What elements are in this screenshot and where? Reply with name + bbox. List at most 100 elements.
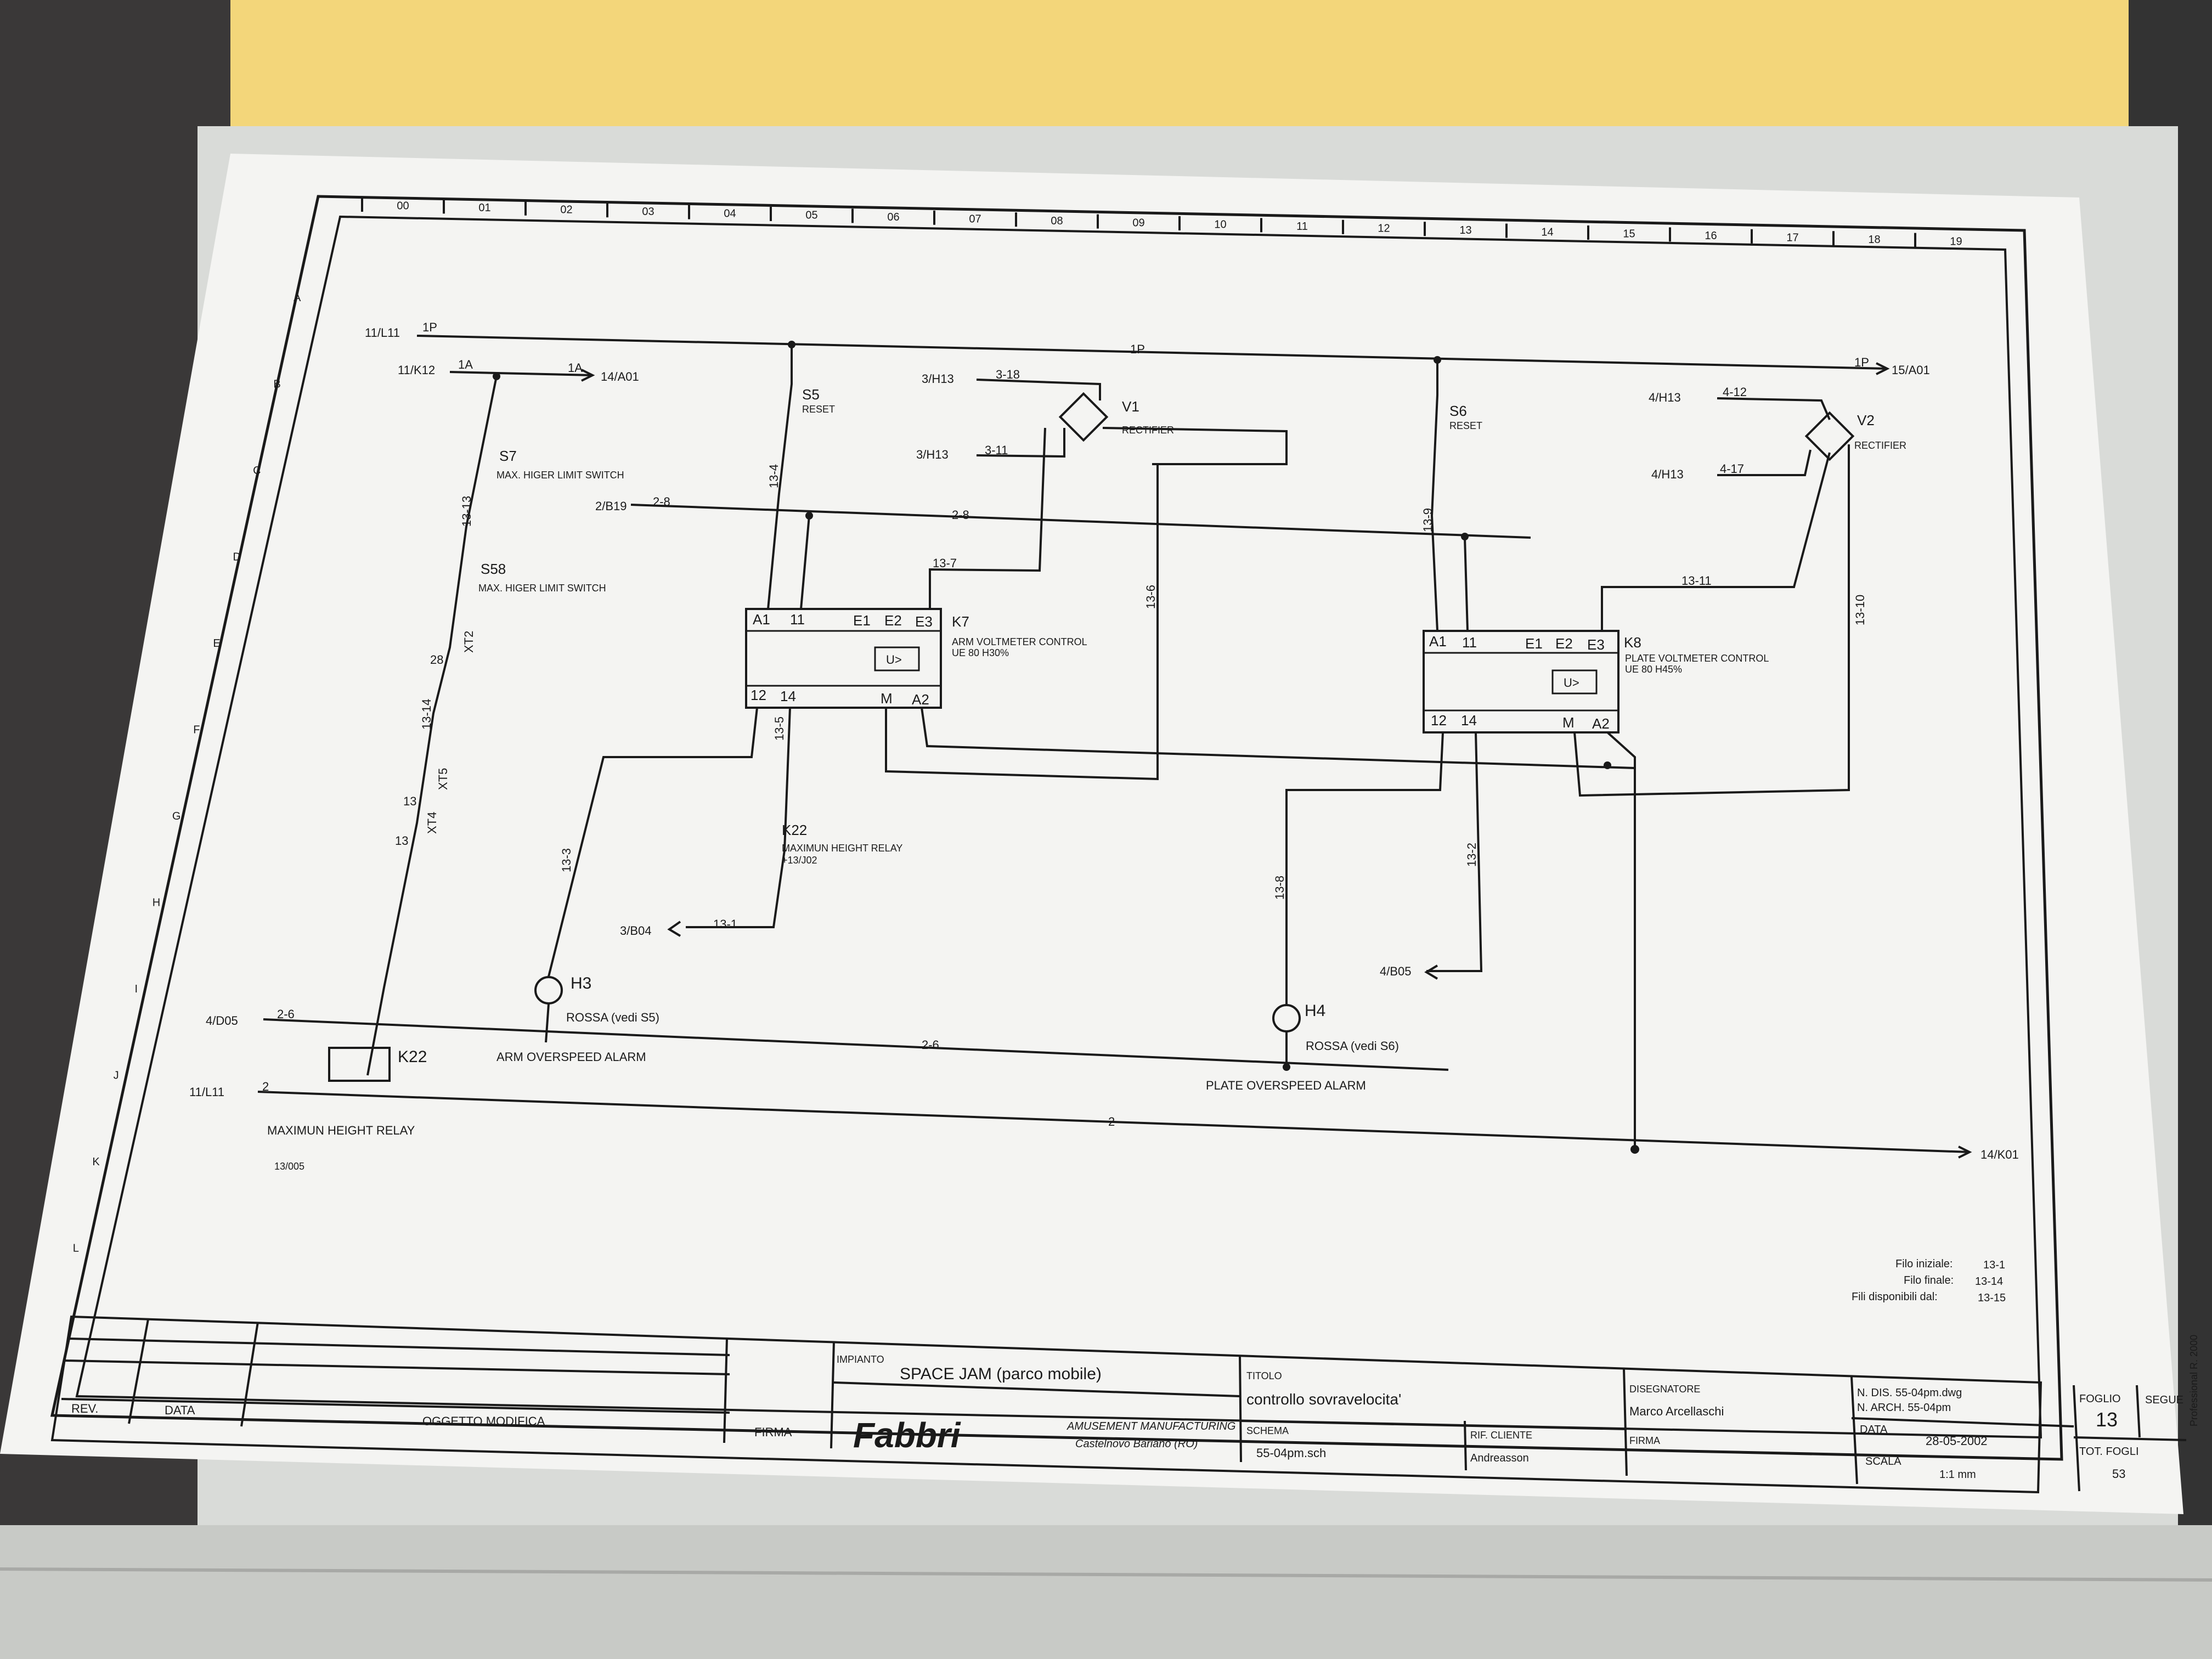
wire-ref: 14/A01 <box>601 370 639 383</box>
terminal-label: XT4 <box>425 812 439 834</box>
relay-k7-spec: UE 80 H30% <box>952 647 1009 658</box>
row-letter: D <box>233 551 240 563</box>
relay-k8-label: K8 <box>1624 634 1641 651</box>
wire-label: 13-9 <box>1421 508 1435 532</box>
wire-label: 3-18 <box>996 368 1020 381</box>
tb-titolo-label: TITOLO <box>1246 1370 1282 1381</box>
arrow-4b05 <box>1424 964 1438 980</box>
column-number: 12 <box>1378 223 1390 235</box>
wire-v1-out <box>1102 427 1288 465</box>
tb-impianto: SPACE JAM (parco mobile) <box>900 1365 1102 1383</box>
relay-k7-label: K7 <box>952 613 969 630</box>
wire-label: 2-8 <box>952 508 969 522</box>
junction <box>493 373 500 380</box>
k7-u: U> <box>886 653 902 667</box>
k8-u: U> <box>1564 676 1579 690</box>
tb-firma: FIRMA <box>754 1425 792 1439</box>
wire-13-3 <box>548 707 758 977</box>
column-number: 15 <box>1623 228 1635 240</box>
k8-term-e1: E1 <box>1525 635 1543 652</box>
title-col-line <box>723 1338 728 1443</box>
wire-4-12 <box>1717 397 1831 420</box>
wire-label: 2/B19 <box>595 499 627 513</box>
column-number: 14 <box>1541 226 1553 238</box>
wire-label: 13-1 <box>713 917 737 931</box>
switch-s5: S5 <box>802 386 820 403</box>
wire-2-8 <box>630 504 1531 539</box>
tb-disegnatore-label: DISEGNATORE <box>1629 1384 1700 1395</box>
tb-firma2: FIRMA <box>1629 1435 1660 1446</box>
row-letter: E <box>213 637 220 650</box>
tb-segue-label: SEGUE <box>2145 1394 2183 1406</box>
terminal-label: 13 <box>403 794 416 808</box>
title-row-line <box>1464 1420 1467 1471</box>
wire-1a <box>449 371 593 376</box>
switch-s58-desc: MAX. HIGER LIMIT SWITCH <box>478 583 606 594</box>
k7-term-e1: E1 <box>853 612 871 629</box>
outer-frame <box>50 195 2063 1461</box>
lamp-h3 <box>534 976 563 1005</box>
wire-13-4 <box>800 515 810 610</box>
row-letter: B <box>273 378 280 390</box>
lamp-h3-alarm: ARM OVERSPEED ALARM <box>496 1050 646 1064</box>
tb-company1: AMUSEMENT MANUFACTURING <box>1066 1420 1235 1432</box>
wire-ref: 15/A01 <box>1892 363 1930 377</box>
lamp-h4-desc: ROSSA (vedi S6) <box>1306 1039 1399 1053</box>
k7-term-a2: A2 <box>912 691 929 708</box>
lamp-h3-label: H3 <box>571 974 591 992</box>
column-number: 10 <box>1214 219 1226 231</box>
rectifier-v1-label: V1 <box>1122 398 1139 415</box>
title-row-line <box>1851 1417 2074 1427</box>
wire-label: 11/K12 <box>398 363 435 377</box>
tb-impianto-label: IMPIANTO <box>837 1354 884 1365</box>
wire-13-5 <box>686 707 791 928</box>
wire-label: 1A <box>458 358 473 371</box>
wire-label: 13-4 <box>767 464 781 488</box>
k8-term-a1: A1 <box>1429 633 1447 650</box>
inner-frame <box>75 215 2042 1439</box>
junction <box>805 512 813 520</box>
terminal-label: 28 <box>430 653 443 667</box>
switch-s7: S7 <box>499 448 517 464</box>
wire-s6 <box>1430 360 1438 631</box>
arrow-15a01 <box>1876 362 1890 375</box>
title-block-frame <box>50 1315 2042 1494</box>
title-col-line <box>240 1322 259 1427</box>
rectifier-v1 <box>1058 392 1109 442</box>
wire-13-6 <box>885 464 1159 781</box>
title-row-line <box>68 1338 730 1356</box>
tb-data-label: DATA <box>1860 1424 1888 1436</box>
tb-tot-label: TOT. FOGLI <box>2079 1446 2139 1458</box>
arrow-14k01 <box>1958 1146 1972 1159</box>
tb-oggetto: OGGETTO MODIFICA <box>422 1414 545 1428</box>
tb-titolo: controllo sovravelocita' <box>1246 1391 1401 1408</box>
row-letter: I <box>135 983 138 995</box>
title-row-line <box>833 1381 1240 1397</box>
arrow-3b04 <box>667 921 681 937</box>
wire-label: 11/L11 <box>365 326 400 340</box>
tb-foglio-label: FOGLIO <box>2079 1393 2121 1405</box>
wire-13-8 <box>1285 732 1444 1004</box>
k7-term-14: 14 <box>780 688 796 704</box>
title-col-line <box>1850 1376 1858 1485</box>
wire-13-11 <box>1601 452 1831 631</box>
relay-k22-desc: MAXIMUN HEIGHT RELAY <box>782 843 902 854</box>
wire-label: 2-6 <box>922 1038 939 1052</box>
lamp-h4-alarm: PLATE OVERSPEED ALARM <box>1206 1079 1366 1092</box>
k7-u-box <box>874 646 920 672</box>
k8-u-box <box>1551 669 1598 695</box>
junction <box>1434 356 1441 364</box>
title-col-line <box>128 1319 149 1424</box>
coil-k22-desc: MAXIMUN HEIGHT RELAY <box>267 1124 415 1137</box>
wire-label: 13-3 <box>560 848 573 872</box>
lamp-h3-desc: ROSSA (vedi S5) <box>566 1011 659 1024</box>
tb-tot: 53 <box>2112 1467 2125 1481</box>
tb-narch: N. ARCH. 55-04pm <box>1857 1402 1951 1414</box>
tb-schema: 55-04pm.sch <box>1256 1446 1326 1460</box>
wire-info-avail: Fili disponibili dal: <box>1852 1291 1938 1303</box>
rectifier-v2-desc: RECTIFIER <box>1854 440 1906 451</box>
wire-3-18 <box>976 379 1101 400</box>
title-col-line <box>830 1341 835 1449</box>
wire-13-10 <box>1573 444 1850 797</box>
